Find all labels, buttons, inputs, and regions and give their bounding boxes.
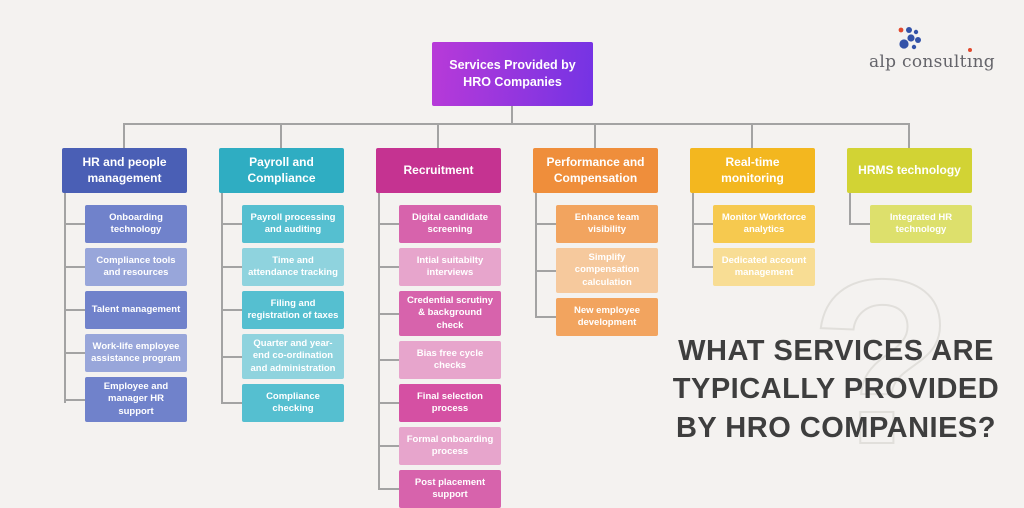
root-connector-line	[511, 106, 513, 124]
service-item[interactable]: Work-life employee assistance program	[64, 334, 187, 372]
service-item[interactable]: Monitor Workforce analytics	[692, 205, 815, 243]
logo-text-prefix: alp consult	[869, 52, 967, 72]
column-header-hrms-technology[interactable]: HRMS technology	[847, 123, 972, 193]
question-mark-watermark: ?	[809, 230, 955, 493]
service-item[interactable]: Quarter and year-end co-ordination and a…	[221, 334, 344, 380]
service-item[interactable]: Dedicated account management	[692, 248, 815, 286]
service-item[interactable]: Time and attendance tracking	[221, 248, 344, 286]
logo-red-dot	[967, 48, 972, 52]
service-item[interactable]: Bias free cycle checks	[378, 341, 501, 380]
service-item[interactable]: Formal onboarding process	[378, 427, 501, 466]
service-item[interactable]: Final selection process	[378, 384, 501, 423]
alp-logo-icon	[898, 27, 921, 50]
service-item[interactable]: Post placement support	[378, 470, 501, 508]
service-item[interactable]: Intial suitabilty interviews	[378, 248, 501, 286]
service-item[interactable]: Filing and registration of taxes	[221, 291, 344, 329]
service-item[interactable]: Digital candidate screening	[378, 205, 501, 243]
logo-text-i: ı	[967, 48, 973, 72]
root-node[interactable]: Services Provided by HRO Companies	[432, 42, 593, 106]
service-item[interactable]: Compliance tools and resources	[64, 248, 187, 286]
column-items-hrms-technology: Integrated HR technology	[847, 193, 972, 243]
service-item[interactable]: Payroll processing and auditing	[221, 205, 344, 243]
column-header-payroll-and-compliance[interactable]: Payroll and Compliance	[219, 123, 344, 193]
headline-question: WHAT SERVICES ARE TYPICALLY PROVIDED BY …	[672, 335, 1000, 444]
column-header-hr-people-management[interactable]: HR and people management	[62, 123, 187, 193]
service-item[interactable]: Simplify compensation calculation	[535, 248, 658, 294]
horizontal-connector-rail	[124, 123, 909, 125]
column-header-real-time-monitoring[interactable]: Real-time monitoring	[690, 123, 815, 193]
service-item[interactable]: Integrated HR technology	[849, 205, 972, 243]
service-item[interactable]: Compliance checking	[221, 384, 344, 423]
service-item[interactable]: New employee development	[535, 298, 658, 337]
root-node-label: Services Provided by HRO Companies	[449, 58, 576, 89]
column-header-performance-and-compensation[interactable]: Performance and Compensation	[533, 123, 658, 193]
column-header-recruitment[interactable]: Recruitment	[376, 123, 501, 193]
service-item[interactable]: Talent management	[64, 291, 187, 329]
service-item[interactable]: Employee and manager HR support	[64, 377, 187, 423]
service-item[interactable]: Credential scrutiny & background check	[378, 291, 501, 337]
service-item[interactable]: Onboarding technology	[64, 205, 187, 243]
service-item[interactable]: Enhance team visibility	[535, 205, 658, 243]
logo-text-suffix: ng	[972, 52, 995, 72]
